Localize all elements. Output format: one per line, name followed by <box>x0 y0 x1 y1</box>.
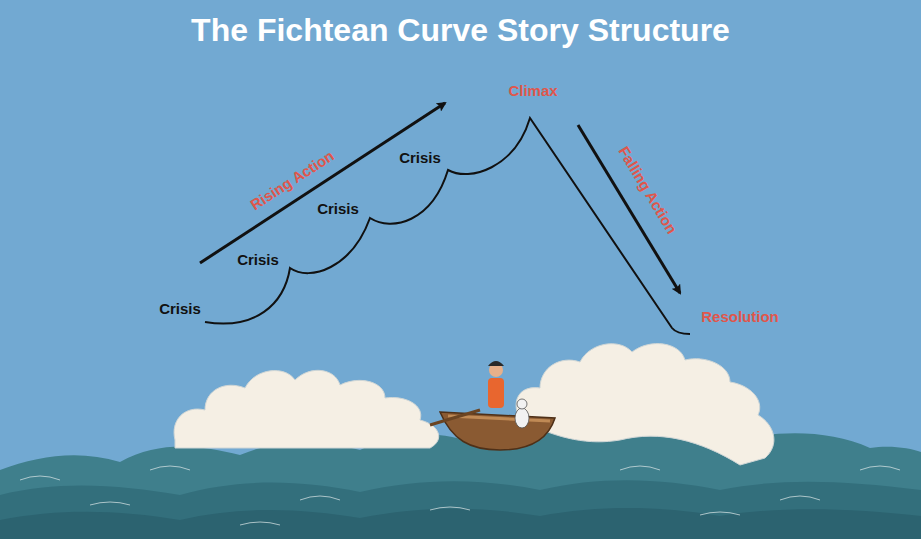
crisis-label: Crisis <box>237 251 279 268</box>
foam <box>174 344 774 465</box>
crisis-label: Crisis <box>159 300 201 317</box>
climax-label: Climax <box>508 82 557 99</box>
boat <box>430 361 555 450</box>
rising-arrow <box>200 103 445 263</box>
resolution-label: Resolution <box>701 308 779 325</box>
falling-arrow <box>578 125 680 293</box>
crisis-label: Crisis <box>399 149 441 166</box>
ocean <box>0 426 921 539</box>
title: The Fichtean Curve Story Structure <box>0 12 921 49</box>
story-curve <box>205 118 690 334</box>
phase-label: Falling Action <box>615 143 680 236</box>
crisis-label: Crisis <box>317 200 359 217</box>
